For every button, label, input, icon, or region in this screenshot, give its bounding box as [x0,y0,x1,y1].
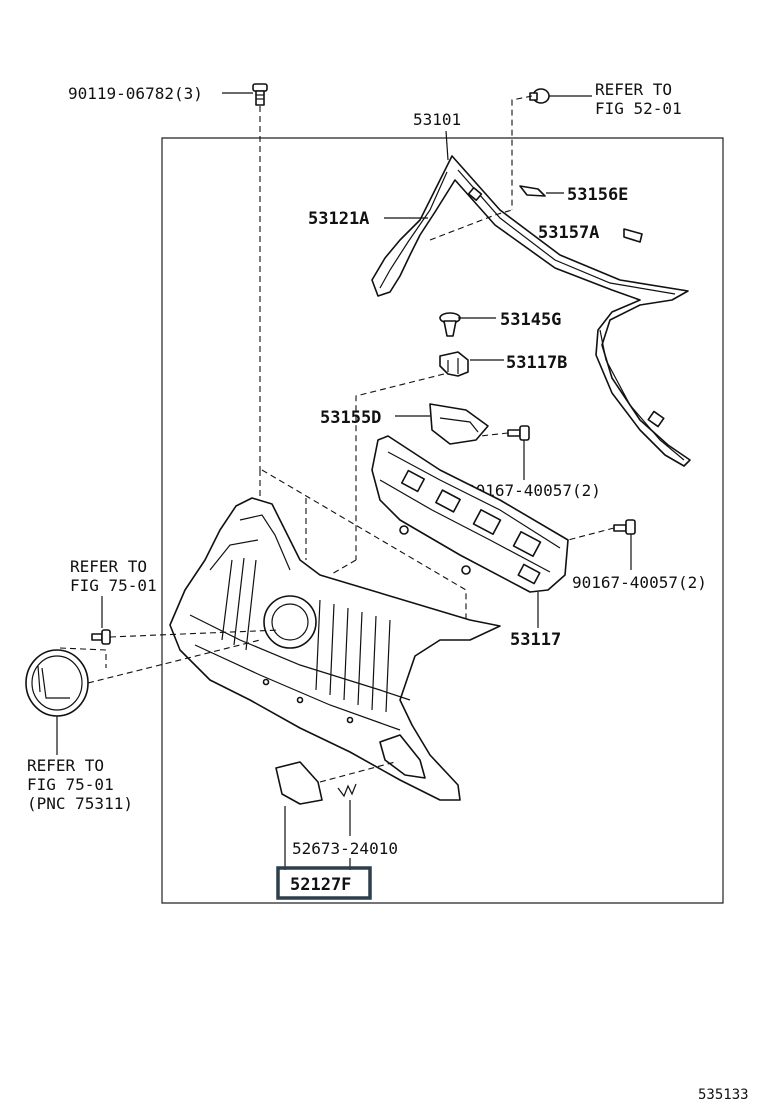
label-refer-fig-52-01-line2: FIG 52-01 [595,99,682,118]
label-clip-53156E: 53156E [567,185,628,205]
highlight-box-52127F[interactable] [276,866,372,900]
label-refer-fig-52-01-line1: REFER TO [595,80,672,99]
screw-90167-40057-upper-icon [507,425,530,441]
label-molding-53121A: 53121A [308,209,369,229]
label-support-53117: 53117 [510,630,561,650]
label-bracket-53117B: 53117B [506,353,567,373]
screw-fig-75-01-icon [91,629,111,645]
label-clip-53157A: 53157A [538,223,599,243]
label-grille-assy-53101: 53101 [413,110,461,129]
label-refer-fig-75-01-line2: FIG 75-01 [70,576,157,595]
support-53117-icon [371,435,569,593]
label-seal-53155D: 53155D [320,408,381,428]
label-spring-52673-24010: 52673-24010 [292,839,398,858]
clip-53156E-icon [519,185,546,197]
label-refer-emblem-line3: (PNC 75311) [27,794,133,813]
label-screw-90167-40057-lower: 90167-40057(2) [572,573,707,592]
label-refer-emblem-line1: REFER TO [27,756,104,775]
label-refer-emblem-line2: FIG 75-01 [27,775,114,794]
clip-53145G-icon [439,312,461,337]
emblem-icon [25,649,89,717]
seal-53155D-icon [429,403,489,445]
upper-molding-icon [371,155,691,467]
label-screw-90167-40057-upper: 90167-40057(2) [466,481,601,500]
spring-52673-24010-icon [337,783,357,798]
grille-body-icon [169,497,501,801]
figure-id: 535133 [698,1087,749,1103]
clip-53157A-icon [623,228,643,243]
cover-52127F-icon [275,761,323,805]
bolt-90119-06782-icon [252,83,268,106]
label-bolt-90119-06782: 90119-06782(3) [68,84,203,103]
label-clip-53145G: 53145G [500,310,561,330]
label-refer-fig-75-01-line1: REFER TO [70,557,147,576]
label-cover-52127F[interactable]: 52127F [290,875,351,895]
bracket-53117B-icon [439,351,469,377]
screw-90167-40057-lower-icon [613,519,636,535]
assembly-frame [161,137,724,904]
clip-fig-52-01-icon [529,88,550,104]
